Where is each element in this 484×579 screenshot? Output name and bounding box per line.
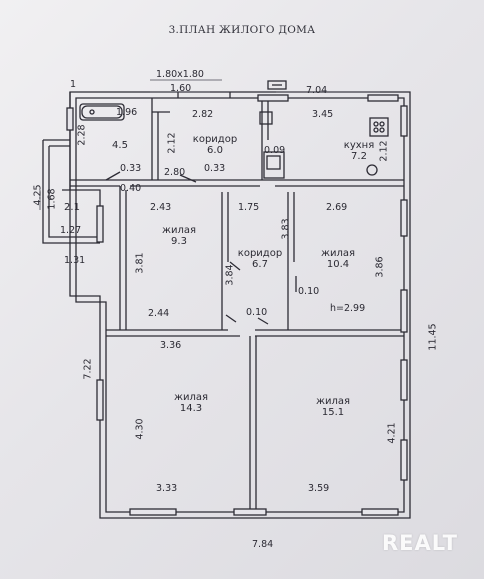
dim-label: 4.30 [134,418,146,440]
living-1-name: жилая [161,225,197,236]
corridor-top-area: 6.0 [207,145,223,156]
dim-label: 1.68 [46,188,58,210]
dim-label: 2.43 [150,202,172,213]
dim-label: 3.86 [374,256,386,278]
wall-living1-left [119,186,127,330]
dim-label: 1.75 [238,202,260,213]
dim-label: 3.81 [134,252,146,274]
living-4-label: жилая 15.1 [308,396,358,418]
bath-area: 4.5 [112,140,128,151]
dim-label: 0.10 [298,286,320,297]
living-3-name: жилая [173,392,209,403]
realt-watermark: REALT [382,531,458,555]
dim-label: 2.44 [148,308,170,319]
living-4-area: 15.1 [321,407,345,418]
dim-label: 3.84 [224,264,236,286]
dim-label: 2.82 [192,109,214,120]
dim-label: 3.33 [156,483,178,494]
dim-label: 7.04 [306,85,328,96]
living-2-area: 10.4 [326,259,350,270]
dim-label: 7.84 [252,539,274,550]
living-2-label: жилая 10.4 [316,248,360,270]
ceiling-height-label: h=2.99 [330,303,366,314]
wall-top-section [70,179,404,187]
living-2-name: жилая [320,248,356,259]
dim-label: 0.33 [120,163,142,174]
dim-label: 0.40 [120,183,142,194]
corridor-mid-name: коридор [237,248,283,259]
dim-label: 1.80x1.80 [156,69,204,80]
dim-label: 0.33 [204,163,226,174]
dim-label: 3.83 [280,218,292,240]
corridor-top-name: коридор [192,134,238,145]
dim-label: 11.45 [427,323,439,351]
corridor-mid-area: 6.7 [252,259,268,270]
wall-bath [151,98,159,180]
plan-title: 3.ПЛАН ЖИЛОГО ДОМА [168,24,316,36]
kitchen-area: 7.2 [351,151,367,162]
living-1-area: 9.3 [171,236,187,247]
dim-label: 7.22 [82,358,94,380]
living-4-name: жилая [315,396,351,407]
dim-label: 2.12 [378,140,390,162]
outer-wall-inner [75,97,405,513]
dim-label: 2.28 [76,124,88,146]
dim-label: 1.60 [170,83,192,94]
dim-label: 2.69 [326,202,348,213]
kitchen-label: кухня 7.2 [339,140,379,162]
porch-wall [42,139,100,244]
wall-middle [106,329,404,337]
outer-wall-outer [69,91,411,519]
corridor-mid-label: коридор 6.7 [234,248,286,270]
toilet-area: 2.1 [64,202,80,213]
living-3-label: жилая 14.3 [166,392,216,414]
dim-label: 1.31 [64,255,86,266]
dim-label: 0.09 [264,145,286,156]
dim-label: 4.21 [386,422,398,444]
dim-label: 3.45 [312,109,334,120]
wall-living1-right [221,192,229,330]
dim-label: 2.12 [166,132,178,154]
dim-label: 1.96 [116,107,138,118]
corridor-top-label: коридор 6.0 [192,134,238,156]
dim-label: 3.36 [160,340,182,351]
dim-label: 0.10 [246,307,268,318]
dim-label: 2.80 [164,167,186,178]
living-3-area: 14.3 [179,403,203,414]
dim-label: 1.27 [60,225,82,236]
dim-label: 1 [70,79,77,90]
dim-label: 3.59 [308,483,330,494]
living-1-label: жилая 9.3 [158,225,200,247]
wall-living3-right [249,336,257,512]
wall-living2-left [287,192,295,330]
kitchen-name: кухня [343,140,375,151]
dim-label: 4.25 [32,184,44,206]
